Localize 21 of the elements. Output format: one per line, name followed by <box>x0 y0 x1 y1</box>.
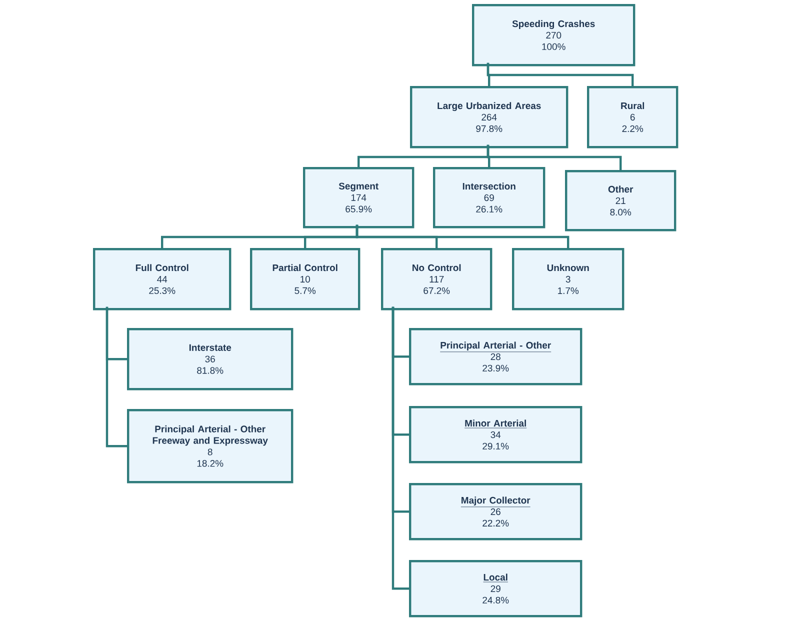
box: Major Collector 26 22.2% <box>409 483 582 540</box>
box: Interstate 36 81.8% <box>127 328 294 390</box>
connector-line <box>486 144 622 172</box>
box: Segment 174 65.9% <box>303 167 414 228</box>
box: No Control 117 67.2% <box>381 248 492 310</box>
box: Principal Arterial - Other 28 23.9% <box>409 328 582 386</box>
box: Speeding Crashes 270 100% <box>472 4 636 66</box>
box: Intersection 69 26.1% <box>433 167 546 228</box>
connector-line <box>106 306 128 448</box>
box: Principal Arterial - Other Freeway and Expressway 8 18.2% <box>127 409 294 484</box>
box: Large Urbanized Areas 264 97.8% <box>410 86 568 148</box>
connector-line <box>392 306 410 590</box>
box: Rural 6 2.2% <box>587 86 678 148</box>
connector-line <box>356 224 570 250</box>
box: Full Control 44 25.3% <box>93 248 232 310</box>
box: Local 29 24.8% <box>409 560 582 618</box>
box: Other 21 8.0% <box>565 170 676 232</box>
box: Minor Arterial 34 29.1% <box>409 406 582 464</box>
connector-line <box>486 62 634 88</box>
box: Partial Control 10 5.7% <box>250 248 360 310</box>
box: Unknown 3 1.7% <box>512 248 624 310</box>
